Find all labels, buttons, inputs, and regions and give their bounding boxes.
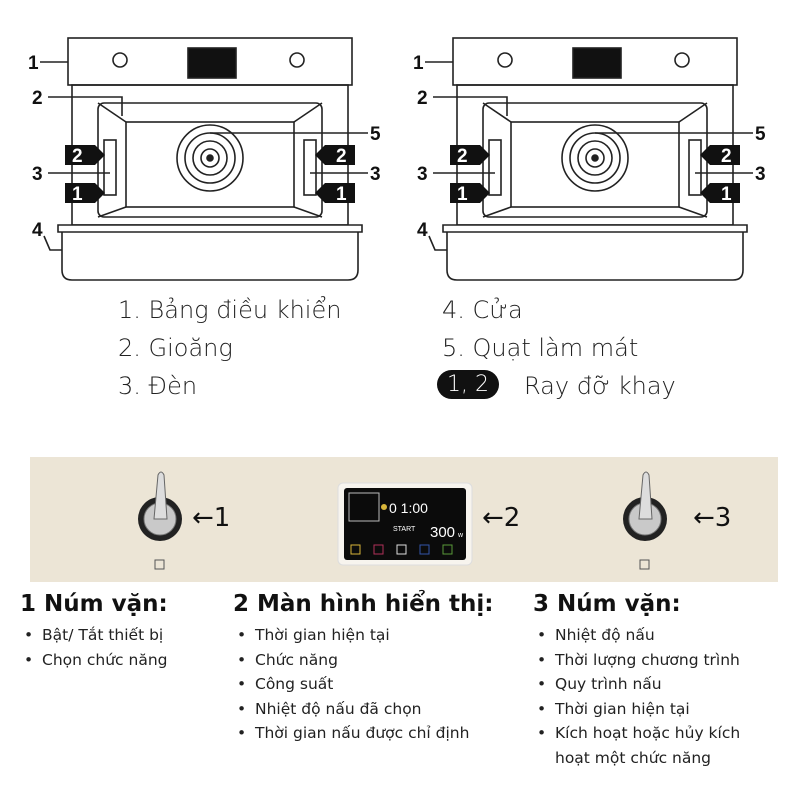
display-time: 0 1:00 xyxy=(389,500,428,516)
bullet: Thời lượng chương trình xyxy=(533,648,773,673)
display-power-unit: w xyxy=(457,532,464,539)
door-top xyxy=(57,224,363,233)
callout-5: 5 xyxy=(755,124,766,145)
callout-2: 2 xyxy=(417,88,428,109)
display-start: START xyxy=(393,526,416,533)
rack-left xyxy=(488,139,502,196)
bullet: Kích hoạt hoặc hủy kích hoạt một chức nă… xyxy=(533,721,773,770)
door-top xyxy=(442,224,748,233)
legend-item-5: 5. Quạt làm mát xyxy=(442,334,639,362)
callout-5: 5 xyxy=(370,124,381,145)
rack-badge-2: 2 xyxy=(457,146,468,167)
callout-3-right: 3 xyxy=(370,164,381,185)
bullet: Thời gian hiện tại xyxy=(233,623,494,648)
rack-badge-2-right: 2 xyxy=(721,146,732,167)
display xyxy=(572,47,622,79)
bullet: Quy trình nấu xyxy=(533,672,773,697)
callout-4: 4 xyxy=(417,220,428,241)
oven-diagrams: 1 2 3 3 4 5 2 1 2 1 xyxy=(28,37,766,281)
callout-2: 2 xyxy=(32,88,43,109)
rack-label: Ray đỡ khay xyxy=(524,372,676,400)
display-mode-icon xyxy=(350,544,361,555)
callout-1: 1 xyxy=(413,53,424,74)
section-knob-3: 3 Núm vặn: Nhiệt độ nấuThời lượng chương… xyxy=(533,591,773,770)
callout-1: 1 xyxy=(28,53,39,74)
oven-diagram-left: 1 2 3 3 4 5 2 1 2 1 xyxy=(28,37,381,281)
rack-badge-2-right: 2 xyxy=(336,146,347,167)
rack-badge-1: 1 xyxy=(72,184,83,205)
oven-function-icon xyxy=(348,492,380,522)
bullet: Thời gian hiện tại xyxy=(533,697,773,722)
oven-diagram-right: 1 2 3 3 4 5 2 1 2 1 xyxy=(413,37,766,281)
legend-item-3: 3. Đèn xyxy=(118,372,198,400)
display-power: 300 xyxy=(430,524,455,541)
callout-3: 3 xyxy=(32,164,43,185)
rack-badge-2: 2 xyxy=(72,146,83,167)
rack-badge-1: 1 xyxy=(457,184,468,205)
section-knob-1: 1 Núm vặn: Bật/ Tắt thiết bịChọn chức nă… xyxy=(20,591,168,672)
section-title: 2 Màn hình hiển thị: xyxy=(233,591,494,617)
bullet: Thời gian nấu được chỉ định xyxy=(233,721,494,746)
rack-right xyxy=(303,139,317,196)
rack-left xyxy=(103,139,117,196)
section-title: 3 Núm vặn: xyxy=(533,591,681,617)
cavity xyxy=(510,121,680,208)
callout-4: 4 xyxy=(32,220,43,241)
display-mode-icon xyxy=(442,544,453,555)
display-mode-icon xyxy=(373,544,384,555)
display xyxy=(187,47,237,79)
knob-3 xyxy=(623,471,667,570)
arrow-label-1: ←1 xyxy=(192,503,231,533)
callout-3-right: 3 xyxy=(755,164,766,185)
knob-right xyxy=(289,52,305,68)
selector-symbol-icon xyxy=(639,559,650,570)
panel-graphics: 0 1:00 START 300 w xyxy=(138,471,667,570)
display-mode-icon xyxy=(419,544,430,555)
knob-left xyxy=(497,52,513,68)
cavity xyxy=(125,121,295,208)
knob-1 xyxy=(138,471,182,570)
legend-item-1: 1. Bảng điều khiển xyxy=(118,296,342,324)
rack-right xyxy=(688,139,702,196)
section-title: 1 Núm vặn: xyxy=(20,591,168,617)
fan xyxy=(176,124,244,192)
callout-3: 3 xyxy=(417,164,428,185)
knob-right xyxy=(674,52,690,68)
arrow-label-2: ←2 xyxy=(482,503,521,533)
door xyxy=(61,232,359,281)
bullet: Công suất xyxy=(233,672,494,697)
bullet: Chọn chức năng xyxy=(20,648,168,673)
display-screen xyxy=(344,488,466,560)
bullet: Nhiệt độ nấu đã chọn xyxy=(233,697,494,722)
arrow-label-3: ←3 xyxy=(693,503,732,533)
rack-badge-1-right: 1 xyxy=(721,184,732,205)
legend-item-4: 4. Cửa xyxy=(442,296,523,324)
knob-left xyxy=(112,52,128,68)
section-display: 2 Màn hình hiển thị: Thời gian hiện tạiC… xyxy=(233,591,494,746)
legend-item-2: 2. Gioăng xyxy=(118,334,233,362)
bullet: Chức năng xyxy=(233,648,494,673)
display-mode-icon xyxy=(396,544,407,555)
bullet: Nhiệt độ nấu xyxy=(533,623,773,648)
door xyxy=(446,232,744,281)
function-symbol-icon xyxy=(154,559,165,570)
bullet: Bật/ Tắt thiết bị xyxy=(20,623,168,648)
rack-badge-1-right: 1 xyxy=(336,184,347,205)
fan xyxy=(561,124,629,192)
rack-badge: 1, 2 xyxy=(437,370,499,399)
